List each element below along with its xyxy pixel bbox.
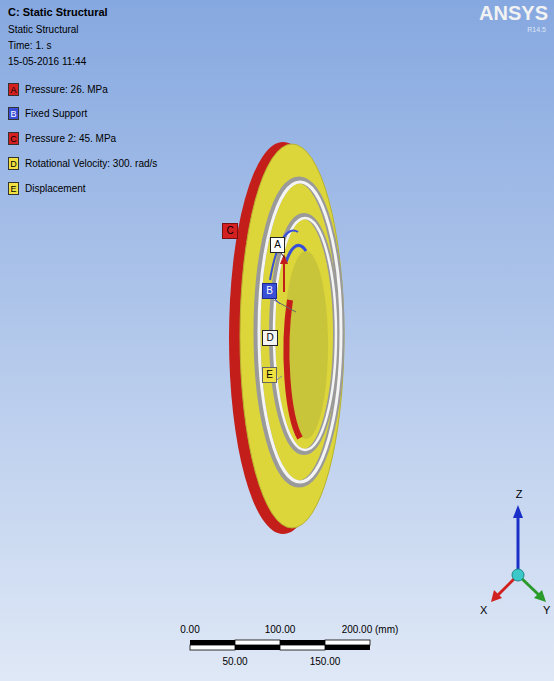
callout-letter: C: [226, 225, 234, 237]
triad-origin: [512, 569, 524, 581]
load-callout: D: [262, 330, 278, 346]
load-callout: E: [262, 367, 277, 383]
scale-value: 200.00 (mm): [342, 624, 399, 636]
legend-text: Pressure 2: 45. MPa: [25, 133, 116, 144]
scale-value: 100.00: [265, 624, 296, 636]
y-arrowhead: [534, 590, 546, 602]
scale-segment: [235, 645, 280, 650]
groove-outer-edge: [259, 182, 341, 482]
load-callout: C: [222, 223, 238, 239]
legend-letter: D: [10, 159, 17, 169]
scale-value: 0.00: [180, 624, 199, 636]
load-callout: A: [270, 237, 285, 253]
callout-letter: D: [266, 332, 274, 344]
leader-line: [238, 236, 246, 244]
scale-segment: [235, 640, 280, 645]
scale-value: 150.00: [310, 656, 341, 668]
legend-entry: Pressure 2: 45. MPa: [8, 132, 116, 145]
bore-pressure: [286, 300, 300, 438]
legend-entry: Pressure: 26. MPa: [8, 83, 108, 96]
legend-letter: E: [10, 184, 16, 194]
groove-outer: [257, 180, 341, 484]
legend-entry: Rotational Velocity: 300. rad/s: [8, 157, 157, 170]
scale-segment: [325, 645, 370, 650]
legend-text: Fixed Support: [25, 108, 87, 119]
axis-label: Y: [543, 604, 550, 617]
x-arrowhead: [491, 590, 502, 602]
scale-segment: [190, 640, 235, 645]
scale-value: 50.00: [222, 656, 247, 668]
brand-logo: ANSYS: [479, 2, 548, 25]
callout-letter: A: [274, 239, 281, 251]
legend-letter: A: [10, 85, 16, 95]
load-callout: B: [262, 283, 277, 299]
pressure-arrow: [283, 262, 285, 292]
callout-letter: E: [266, 369, 273, 381]
bore: [284, 251, 328, 439]
date-stamp: 15-05-2016 11:44: [8, 56, 86, 68]
scale-segment: [190, 645, 235, 650]
z-arrowhead: [513, 505, 523, 518]
pressure-arrowhead: [280, 254, 288, 264]
version: R14.5: [527, 26, 546, 34]
legend-text: Displacement: [25, 183, 86, 194]
axis-label: Z: [516, 488, 523, 501]
disk-face: [240, 144, 344, 528]
scale-segment: [325, 640, 370, 645]
legend-text: Rotational Velocity: 300. rad/s: [25, 158, 157, 169]
legend-text: Pressure: 26. MPa: [25, 84, 108, 95]
axis-label: X: [480, 604, 487, 617]
z-axis: [517, 515, 520, 575]
scale-segment: [280, 640, 325, 645]
analysis-type: Static Structural: [8, 24, 79, 36]
scale-segment: [280, 645, 325, 650]
legend-letter: B: [10, 109, 16, 119]
legend-entry: Fixed Support: [8, 107, 87, 120]
fixed-support-edge: [286, 245, 306, 262]
time-stamp: Time: 1. s: [8, 40, 52, 52]
legend-entry: Displacement: [8, 182, 86, 195]
callout-letter: B: [266, 285, 273, 297]
analysis-title: C: Static Structural: [8, 6, 108, 19]
legend-letter: C: [10, 134, 17, 144]
